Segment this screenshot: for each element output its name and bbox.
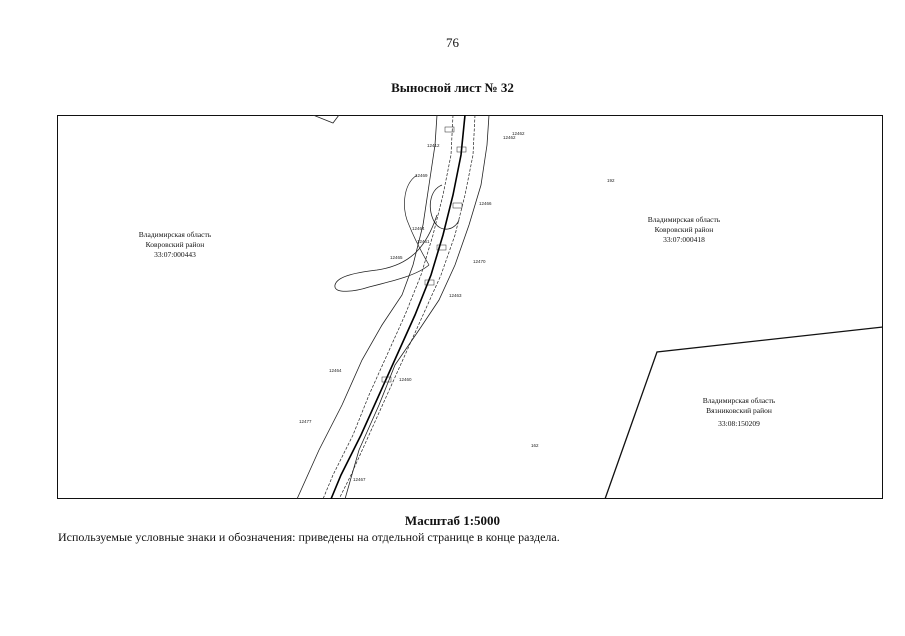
corridor-left-edge — [296, 115, 438, 499]
boundary-notch — [312, 115, 340, 124]
region-1-oblast: Владимирская область — [139, 230, 212, 239]
sheet-title: Выносной лист № 32 — [391, 80, 514, 95]
region-2-oblast: Владимирская область — [648, 215, 721, 224]
point-label: 12469 — [415, 173, 428, 178]
marker-box — [424, 279, 435, 286]
region-3-cadastral: 33:08:150209 — [718, 419, 760, 428]
point-label: 12463 — [449, 293, 462, 298]
parcel-curve — [404, 174, 430, 266]
corridor-line-inner-left — [322, 115, 454, 499]
region-3-district: Вязниковский район — [706, 406, 772, 415]
legend-note: Используемые условные знаки и обозначени… — [58, 530, 560, 544]
point-label: 12462 — [503, 135, 516, 140]
region-2-cadastral: 33:07:000418 — [663, 235, 705, 244]
parcel-outline — [334, 214, 438, 292]
marker-box — [456, 146, 467, 153]
point-label: 12412 — [427, 143, 440, 148]
map-frame: Владимирская область Ковровский район 33… — [57, 115, 883, 499]
point-label: 12477 — [299, 419, 312, 424]
region-2-district: Ковровский район — [655, 225, 714, 234]
point-label: 12460 — [399, 377, 412, 382]
page-number: 76 — [446, 35, 459, 50]
marker-box — [452, 202, 463, 209]
point-label: 12465 — [390, 255, 403, 260]
point-label: 12464 — [329, 368, 342, 373]
point-label: 192 — [607, 178, 615, 183]
district-boundary — [604, 326, 883, 499]
marker-box — [436, 244, 447, 251]
marker-box — [381, 376, 392, 383]
region-1-cadastral: 33:07:000443 — [154, 250, 196, 259]
marker-box — [444, 126, 455, 133]
point-label: 12470 — [473, 259, 486, 264]
region-3-oblast: Владимирская область — [703, 396, 776, 405]
map-canvas: Владимирская область Ковровский район 33… — [57, 115, 883, 499]
corridor-right-edge — [344, 115, 490, 499]
scale-label: Масштаб 1:5000 — [404, 513, 501, 528]
point-label: 12466 — [479, 201, 492, 206]
parcel-loop — [429, 184, 460, 230]
point-label: 12461 — [417, 239, 430, 244]
point-label: 12464 — [412, 226, 425, 231]
point-label: 12467 — [353, 477, 366, 482]
corridor-line-inner-right — [338, 115, 476, 499]
point-label: 12462 — [512, 131, 525, 136]
corridor-axis — [330, 115, 466, 499]
point-label: 162 — [531, 443, 539, 448]
region-1-district: Ковровский район — [146, 240, 205, 249]
